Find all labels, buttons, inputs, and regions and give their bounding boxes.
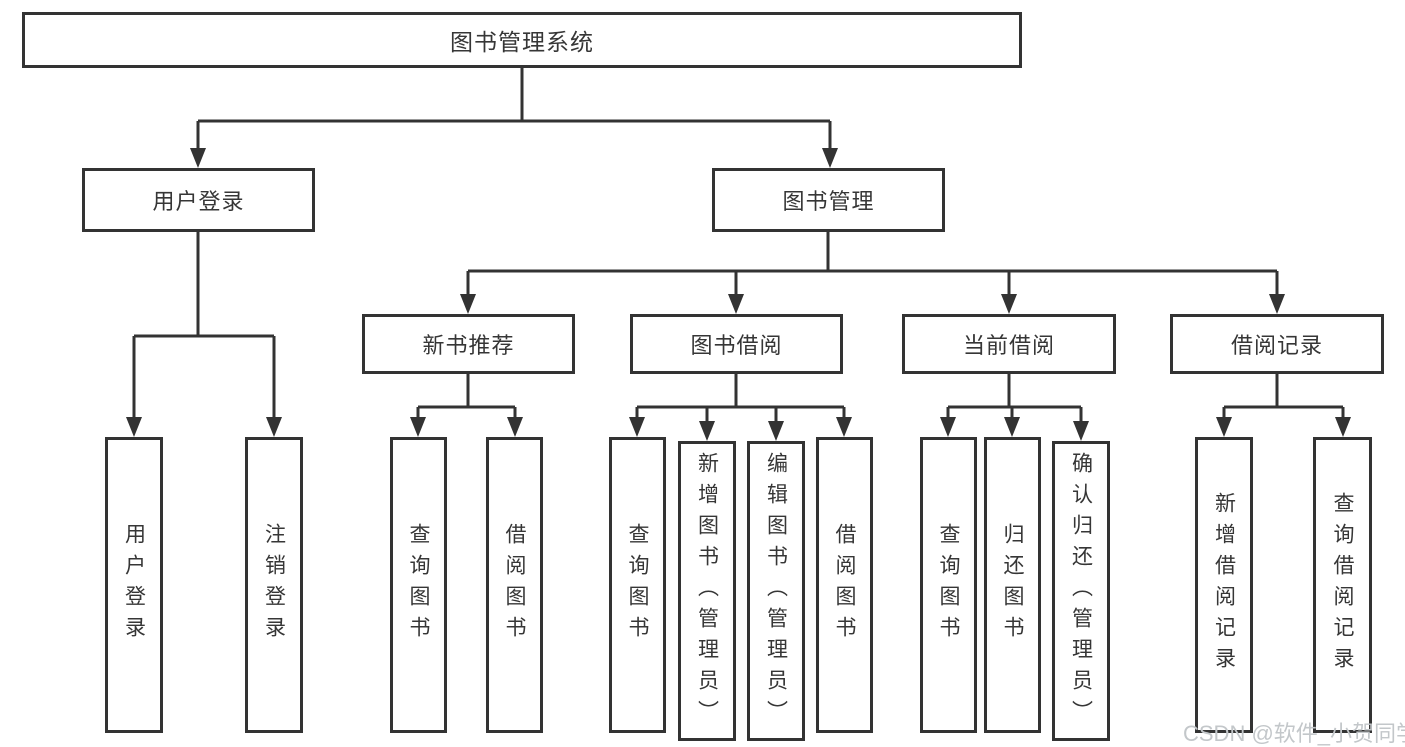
arrowhead	[1001, 294, 1017, 314]
node-user-login: 用户登录	[82, 168, 315, 232]
arrowhead	[836, 417, 852, 437]
arrowhead	[768, 421, 784, 441]
connector-user-login-children	[126, 232, 282, 437]
arrowhead	[460, 294, 476, 314]
connector-root-to-level2	[190, 68, 838, 168]
leaf-user-login: 用户登录	[105, 437, 163, 733]
leaf-logout: 注销登录	[245, 437, 303, 733]
arrowhead	[507, 417, 523, 437]
node-current-borrow: 当前借阅	[902, 314, 1116, 374]
arrowhead	[266, 417, 282, 437]
leaf-return-books: 归还图书	[984, 437, 1041, 733]
arrowhead	[1216, 417, 1232, 437]
arrowhead	[728, 294, 744, 314]
node-book-borrow: 图书借阅	[630, 314, 843, 374]
arrowhead	[1335, 417, 1351, 437]
arrowhead	[1073, 421, 1089, 441]
connector-new-book-rec-children	[410, 374, 523, 437]
arrowhead	[1269, 294, 1285, 314]
node-book-mgmt: 图书管理	[712, 168, 945, 232]
leaf-confirm-return-admin: 确认归还（管理员）	[1052, 441, 1110, 741]
connector-book-borrow-children	[629, 374, 852, 441]
arrowhead	[126, 417, 142, 437]
node-borrow-records: 借阅记录	[1170, 314, 1384, 374]
leaf-edit-books-admin: 编辑图书（管理员）	[747, 441, 805, 741]
connector-borrow-records-children	[1216, 374, 1351, 437]
arrowhead	[699, 421, 715, 441]
leaf-query-borrow-record: 查询借阅记录	[1313, 437, 1372, 733]
arrowhead	[822, 148, 838, 168]
leaf-borrow-books: 借阅图书	[816, 437, 873, 733]
arrowhead	[629, 417, 645, 437]
leaf-query-books-borrow: 查询图书	[609, 437, 666, 733]
leaf-add-borrow-record: 新增借阅记录	[1195, 437, 1253, 733]
arrowhead	[190, 148, 206, 168]
leaf-add-books-admin: 新增图书（管理员）	[678, 441, 736, 741]
arrowhead	[1004, 417, 1020, 437]
arrowhead	[410, 417, 426, 437]
node-new-book-rec: 新书推荐	[362, 314, 575, 374]
leaf-query-books-current: 查询图书	[920, 437, 977, 733]
connector-book-mgmt-children	[460, 232, 1285, 314]
csdn-watermark: CSDN @软件_小贺同学	[1183, 721, 1405, 746]
leaf-borrow-books-rec: 借阅图书	[486, 437, 543, 733]
arrowhead	[940, 417, 956, 437]
leaf-query-books-rec: 查询图书	[390, 437, 447, 733]
connector-current-borrow-children	[940, 374, 1089, 441]
node-root: 图书管理系统	[22, 12, 1022, 68]
